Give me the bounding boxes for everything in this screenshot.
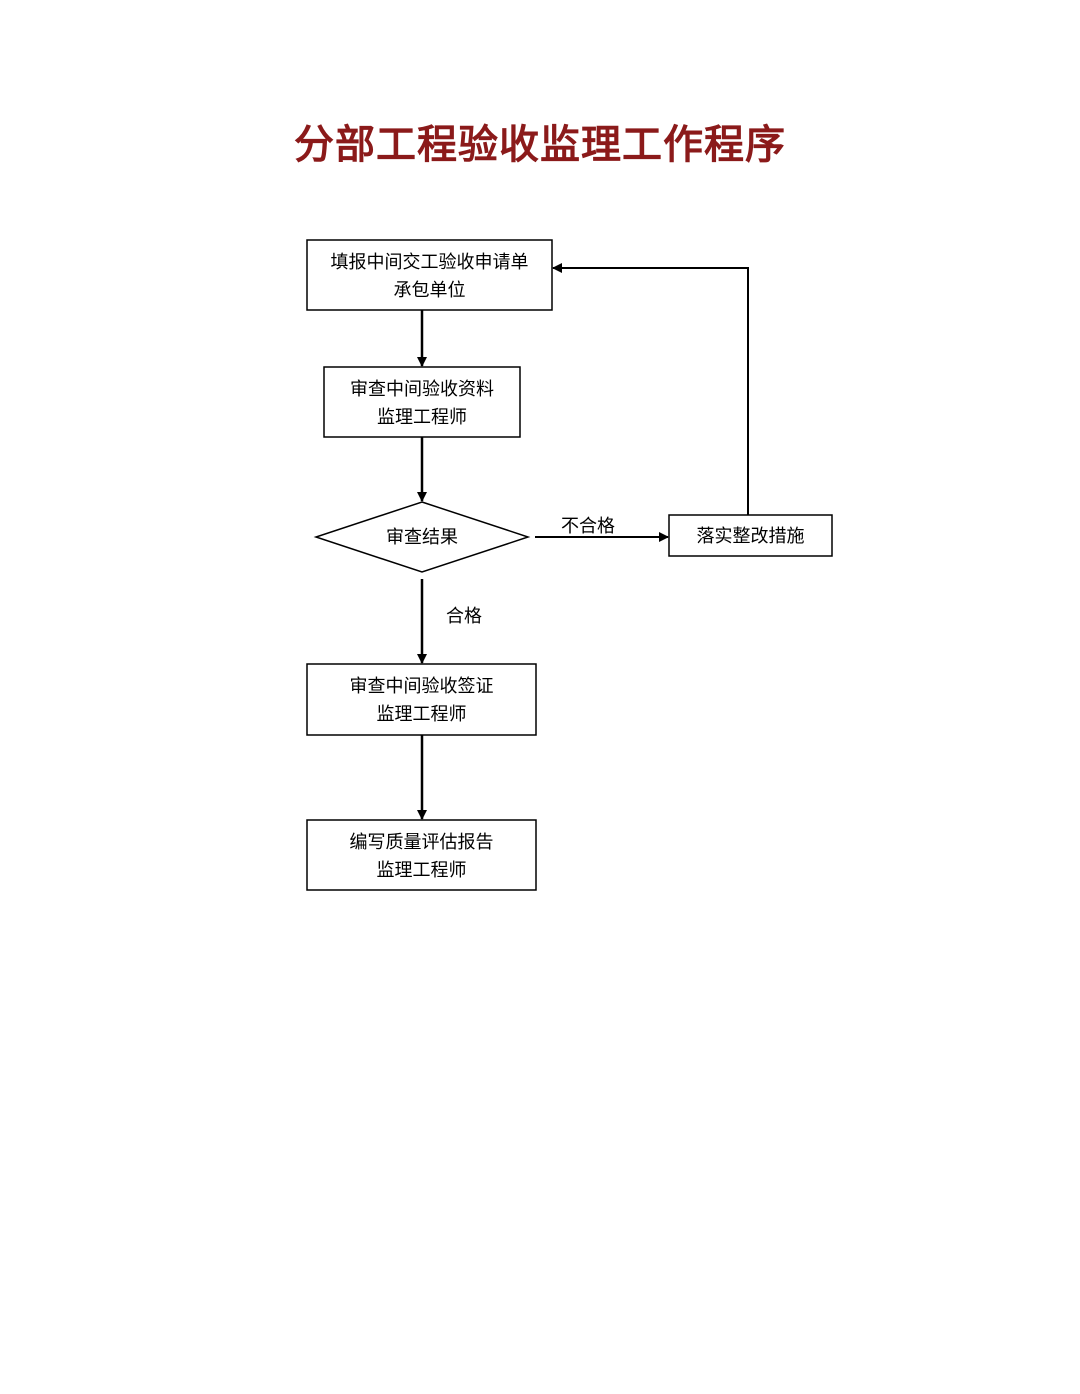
arrow-rectification-back-to-application [552,263,749,515]
page-title: 分部工程验收监理工作程序 [294,122,786,168]
node-review-result: 审查结果 [313,501,531,573]
node-fill-application: 填报中间交工验收申请单 承包单位 [306,239,553,311]
node-review-documents-box [323,366,521,438]
node-review-documents-role: 监理工程师 [377,407,467,428]
node-fill-application-role: 承包单位 [394,280,466,301]
node-rectification-box [668,514,833,557]
node-review-documents: 审查中间验收资料 监理工程师 [323,366,521,438]
node-fill-application-title: 填报中间交工验收申请单 [331,252,529,273]
node-rectification: 落实整改措施 [668,514,833,557]
node-rectification-label: 落实整改措施 [697,526,805,547]
node-quality-report-title: 编写质量评估报告 [350,832,494,853]
decision-diamond [313,501,531,573]
node-review-signoff-title: 审查中间验收签证 [350,676,494,697]
edge-label-fail: 不合格 [561,516,615,537]
node-quality-report-box [306,819,537,891]
node-review-result-label: 审查结果 [386,527,458,548]
edge-label-pass: 合格 [446,606,482,627]
node-fill-application-box [306,239,553,311]
node-review-documents-title: 审查中间验收资料 [350,379,494,400]
node-review-signoff: 审查中间验收签证 监理工程师 [306,663,537,736]
node-review-signoff-role: 监理工程师 [377,704,467,725]
node-quality-report-role: 监理工程师 [377,860,467,881]
node-quality-report: 编写质量评估报告 监理工程师 [306,819,537,891]
